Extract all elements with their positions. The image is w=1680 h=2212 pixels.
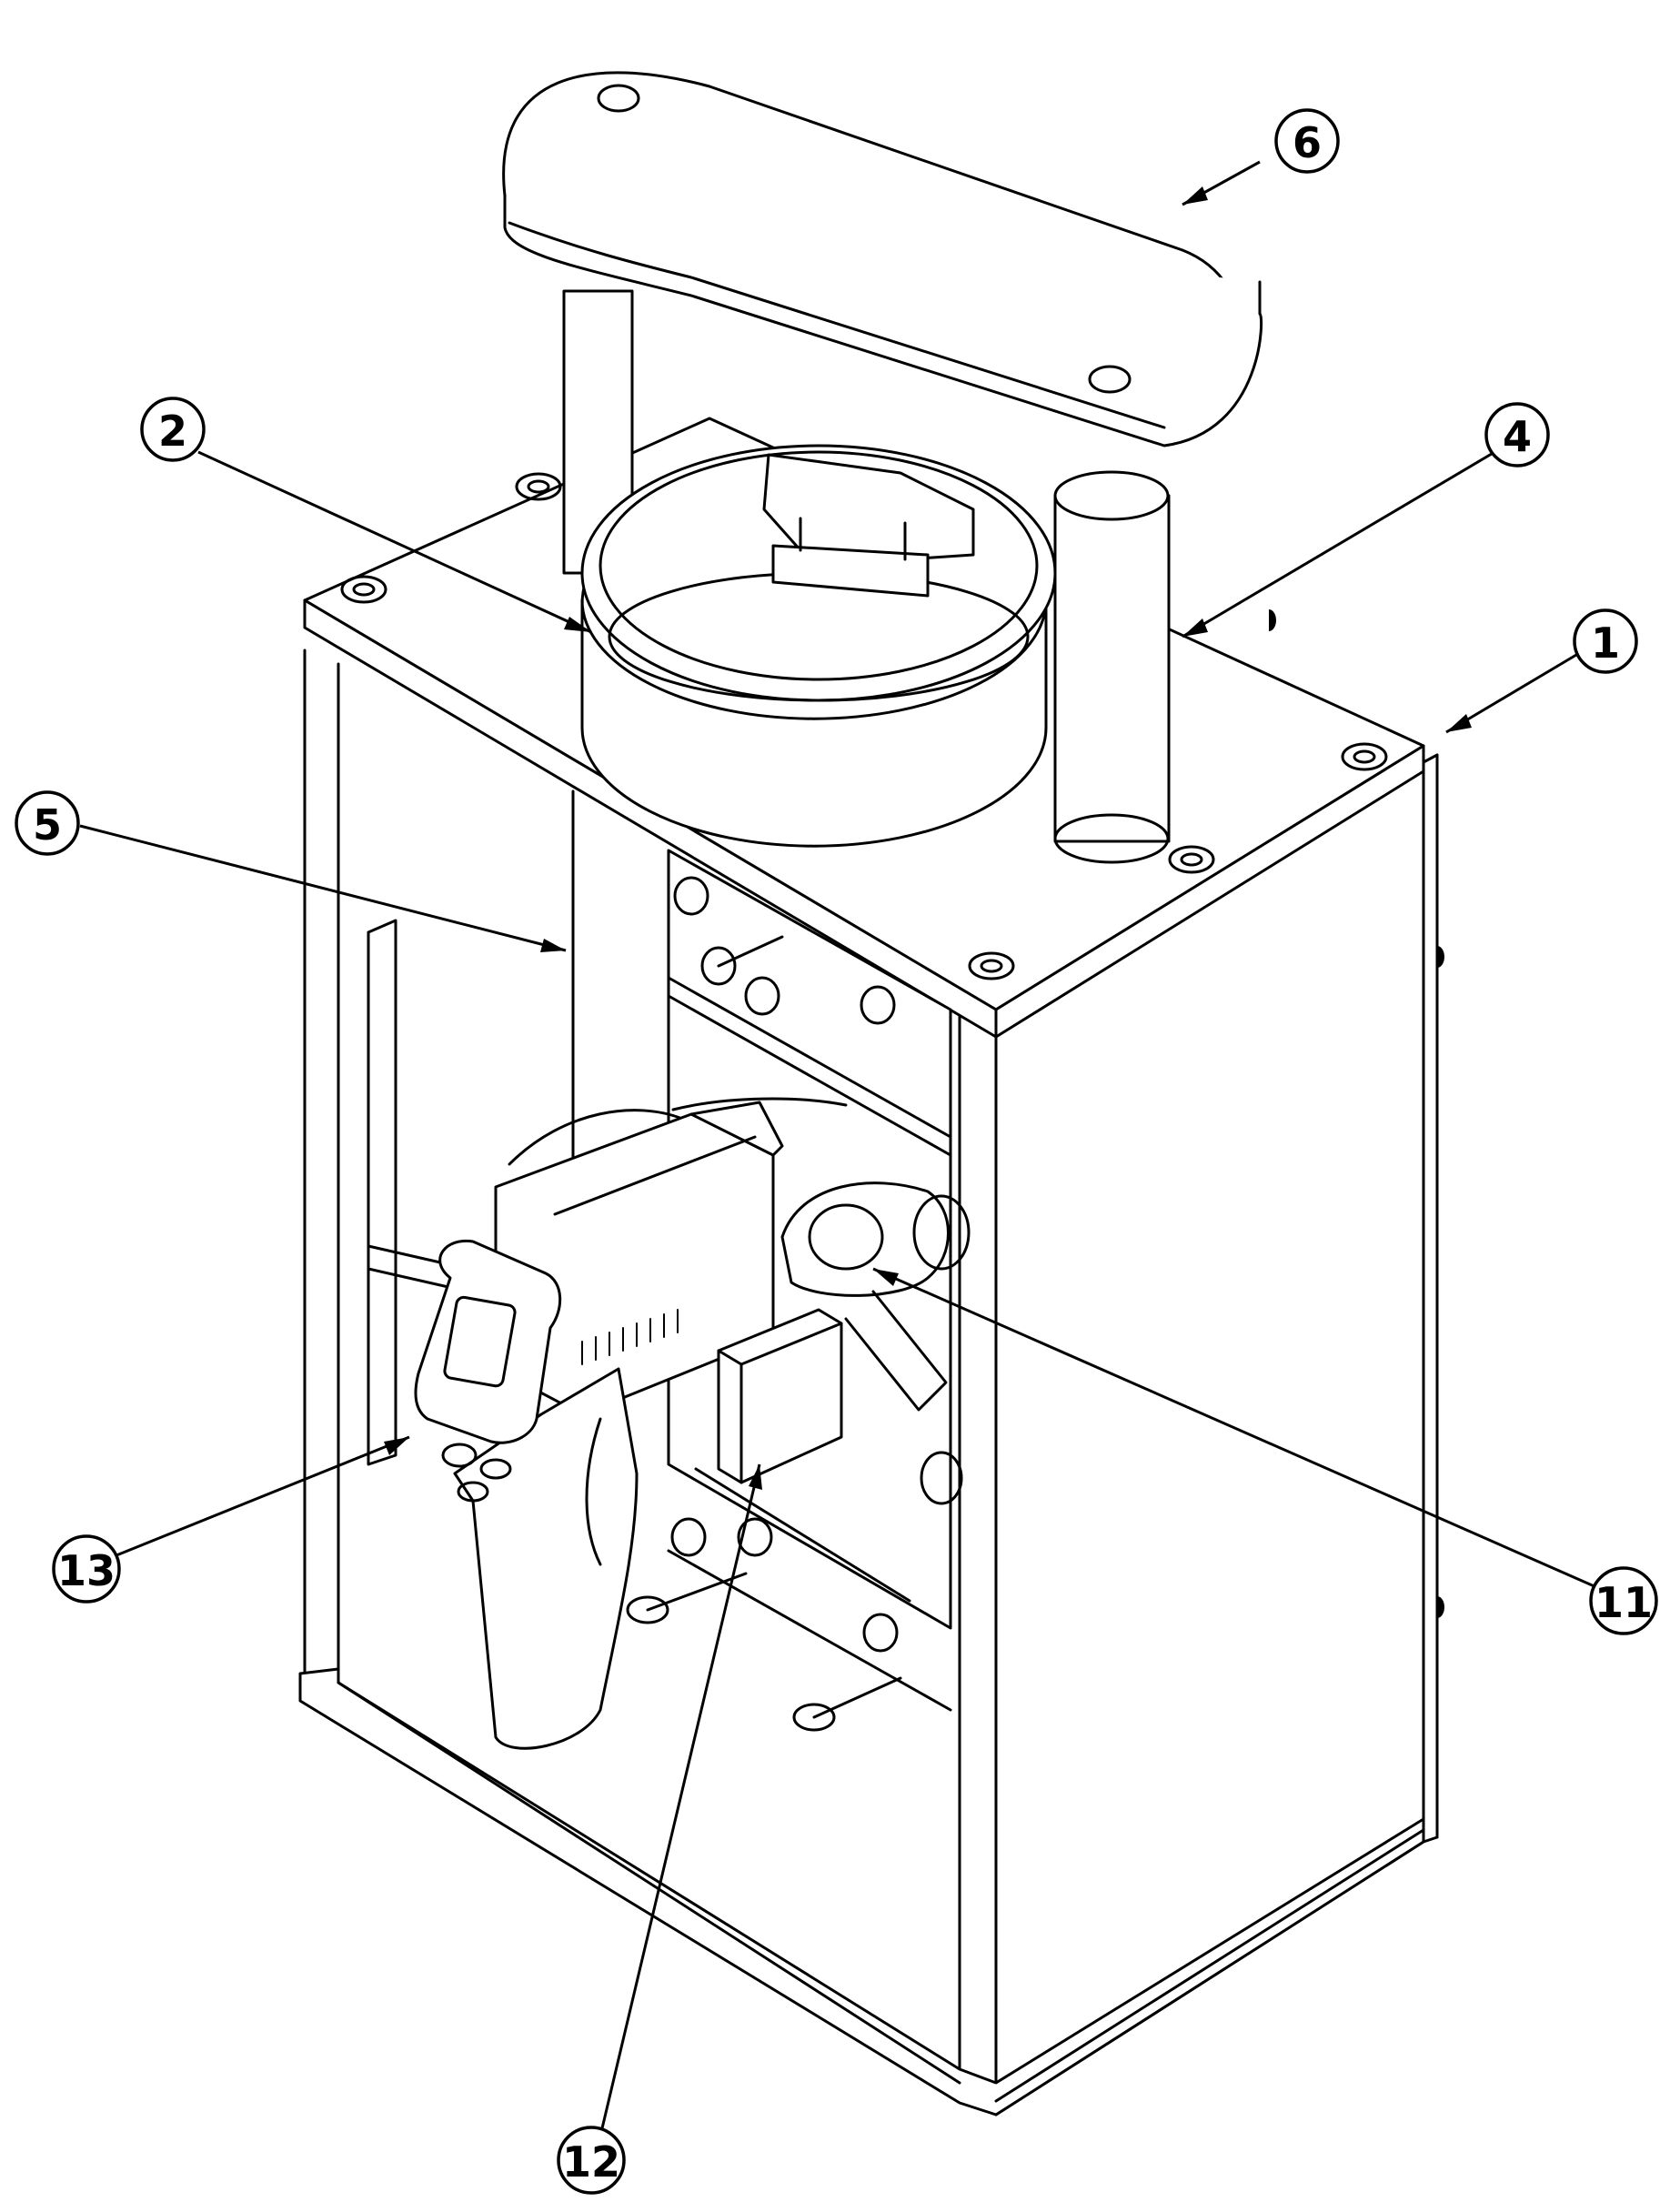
callout-12: 12 [557,2126,626,2195]
callout-5-label: 5 [33,800,62,850]
callout-6: 6 [1274,108,1340,174]
callout-13: 13 [52,1534,121,1604]
callout-11-label: 11 [1594,1578,1653,1627]
callout-6-label: 6 [1293,118,1322,167]
callout-2-label: 2 [158,407,187,456]
press-assembly [502,71,1263,864]
callout-4-label: 4 [1503,412,1532,461]
callout-12-label: 12 [562,2137,620,2187]
mechanism-screws [626,876,902,1732]
ir-thermometer [414,1101,843,1750]
top-plate-screws [340,472,1388,980]
callout-4: 4 [1484,402,1550,468]
callout-1: 1 [1573,608,1638,674]
leader-lines [79,160,1597,2129]
callout-13-label: 13 [57,1546,116,1595]
callout-2: 2 [140,397,206,462]
callout-11: 11 [1589,1566,1658,1635]
callout-1-label: 1 [1591,618,1620,668]
callout-5: 5 [15,790,80,856]
